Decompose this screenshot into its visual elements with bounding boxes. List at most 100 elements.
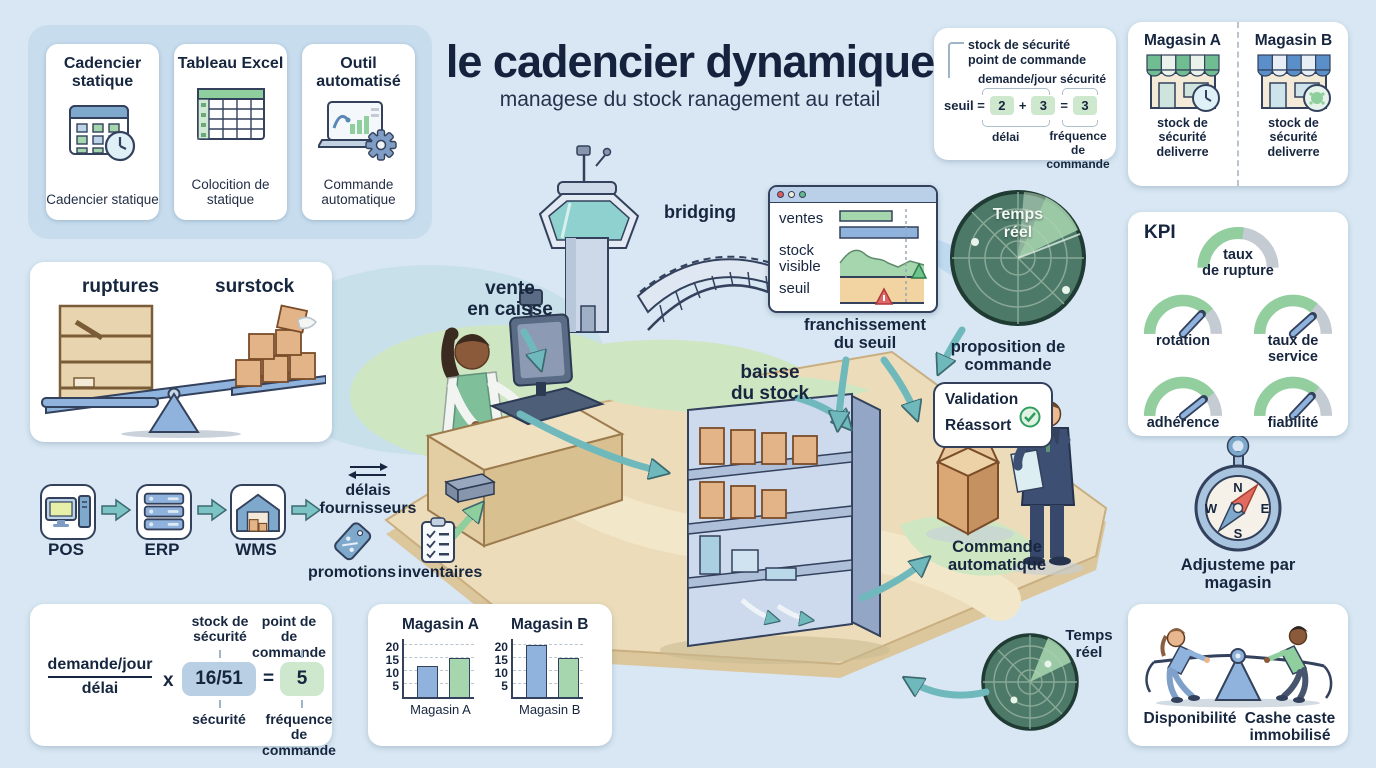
x-axis-label: Magasin B: [519, 702, 581, 717]
card-title: Outil automatisé: [316, 55, 401, 90]
radar-bottom-icon: [981, 633, 1079, 731]
laptop-gear-icon: [317, 101, 397, 161]
arrow-erp-wms: [197, 498, 228, 522]
page-subtitle: managese du stock ranagement au retail: [499, 88, 881, 111]
compass-w: W: [1205, 501, 1218, 516]
label-securite: sécurité: [1060, 72, 1107, 86]
label-ventes: ventes: [779, 210, 824, 227]
checkout-desk: [425, 289, 625, 548]
bar: [417, 665, 438, 697]
person-right: [1264, 626, 1309, 703]
gauge-taux-rupture: taux de rupture: [1190, 220, 1286, 280]
label-seuil: seuil: [779, 280, 810, 297]
card-caption: Commande automatique: [321, 176, 396, 208]
fraction-bar: [48, 676, 152, 678]
stock-securite-value: 16/51: [182, 662, 256, 696]
store-a: Magasin A stock de sécur: [1128, 22, 1239, 186]
gauge-fiabilite: fiabilité: [1248, 370, 1338, 432]
order-box-icon: [926, 438, 1014, 543]
label-frequence: fréquence de commande: [1046, 129, 1110, 171]
person-left: [1160, 628, 1210, 703]
pos-card: [40, 484, 96, 540]
control-tower: [538, 145, 640, 333]
bracket-top-2: [1062, 88, 1098, 95]
plot-area: [402, 639, 474, 699]
store-b-icon: [1256, 54, 1331, 112]
label-frequence-bottom: fréquence de commande: [262, 711, 336, 758]
bracket-line: [948, 42, 964, 78]
pos-icon: [45, 495, 91, 528]
kpi-title: KPI: [1144, 222, 1176, 243]
fraction-denominator: délai: [81, 680, 119, 697]
evolution-panel: Cadencier statique Cadencier statique Ta…: [28, 25, 432, 239]
minimize-dot-icon: [788, 191, 795, 198]
label-temps-reel-bottom: Temps réel: [1065, 627, 1113, 661]
balance-illustration: [41, 304, 326, 438]
wms-card: [230, 484, 286, 540]
card-caption: Colocition de statique: [191, 176, 270, 208]
compass-s: S: [1234, 526, 1243, 541]
seuil-heading: stock de sécurité point de commande: [968, 38, 1087, 67]
label-securite-bottom: sécurité: [192, 711, 246, 727]
erp-label: ERP: [144, 540, 180, 559]
card-outil-automatise: Outil automatisé: [302, 44, 415, 220]
demand-fraction: demande/jour délai: [42, 656, 158, 698]
label-cash-immobilise: Cashe caste immobilisé: [1244, 710, 1336, 745]
equals-sign: =: [263, 668, 275, 689]
promotions-tag-icon: [334, 522, 372, 561]
stores-panel: Magasin A stock de sécur: [1128, 22, 1348, 186]
kpi-panel: KPI taux de rupture rotation: [1128, 212, 1348, 436]
value-delai: 3: [1031, 96, 1056, 115]
window-chart: [839, 209, 928, 305]
dashboard-window: ventes stock visible seuil: [768, 185, 938, 313]
store-b-caption: stock de sécurité deliverre: [1267, 116, 1320, 159]
plus-sign: +: [1018, 98, 1027, 113]
label-stock-visible: stock visible: [779, 242, 821, 275]
inventaires-clipboard-icon: [421, 517, 455, 563]
card-caption: Cadencier statique: [46, 192, 159, 208]
bar: [449, 657, 470, 697]
spreadsheet-icon: [196, 87, 265, 140]
flow-arrows: [448, 326, 990, 699]
validation-label: Validation: [945, 391, 1019, 408]
gauge-icon: [1253, 294, 1333, 338]
chart-title: Magasin B: [510, 616, 589, 633]
gauge-label: taux de rupture: [1202, 247, 1274, 279]
up-triangle-icon: [910, 262, 928, 279]
check-icon: [1019, 406, 1041, 428]
gauge-adherence: adhérence: [1138, 370, 1228, 432]
store-a-icon: [1145, 54, 1220, 112]
dash-line: [301, 650, 303, 658]
card-title: Tableau Excel: [177, 55, 284, 72]
label-inventaires: inventaires: [397, 564, 483, 581]
calendar-clock-icon: [68, 105, 135, 162]
order-formula-panel: demande/jour délai x stock de sécurité 1…: [30, 604, 336, 758]
gauge-label: taux de service: [1267, 332, 1319, 365]
wms-icon: [236, 493, 280, 533]
store-a-caption: stock de sécurité deliverre: [1156, 116, 1209, 159]
gauge-rotation: rotation: [1138, 288, 1228, 366]
label-delai: délai: [992, 130, 1020, 144]
radar-top-icon: [950, 190, 1086, 326]
close-dot-icon: [777, 191, 784, 198]
plot-area: [510, 639, 583, 699]
card-title: Cadencier statique: [63, 55, 142, 90]
gauge-icon: [1253, 376, 1333, 420]
label-temps-reel-top: Temps réel: [992, 206, 1044, 241]
gauge-label: rotation: [1156, 332, 1210, 349]
bar: [557, 657, 579, 697]
label-bridging: bridging: [664, 202, 736, 222]
stock-shelf: [660, 392, 890, 664]
erp-card: [136, 484, 192, 540]
store-a-name: Magasin A: [1144, 32, 1221, 49]
store-b-name: Magasin B: [1254, 32, 1333, 49]
bar: [525, 644, 547, 697]
page-title: le cadencier dynamique: [445, 36, 935, 87]
gauge-label: fiabilité: [1267, 414, 1319, 431]
wms-label: WMS: [235, 540, 277, 559]
